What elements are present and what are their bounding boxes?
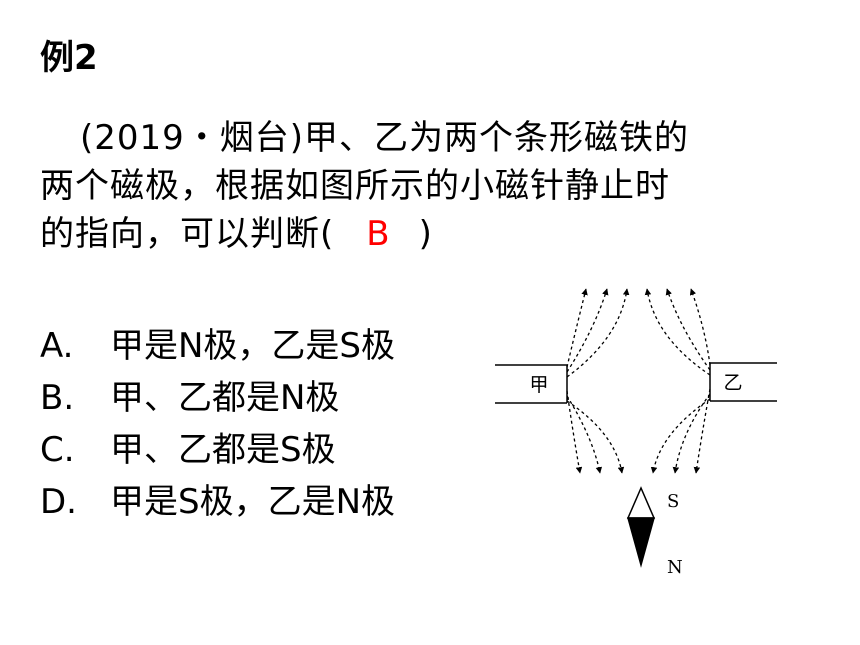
question-line-2: 两个磁极，根据如图所示的小磁针静止时	[40, 166, 670, 206]
magnet-field-diagram: 甲 乙 S N	[495, 288, 777, 578]
question-stem: (2019・烟台)甲、乙为两个条形磁铁的 两个磁极，根据如图所示的小磁针静止时 …	[40, 114, 830, 258]
option-text: 甲、乙都是S极	[110, 430, 336, 470]
option-letter: D.	[40, 482, 77, 522]
close-paren: )	[418, 214, 433, 254]
needle-bottom-label: N	[667, 557, 683, 578]
option-text: 甲是N极，乙是S极	[110, 326, 396, 366]
right-magnet: 乙	[709, 362, 777, 402]
option-letter: B.	[40, 378, 75, 418]
left-magnet: 甲	[495, 364, 568, 404]
question-text-1: (2019・烟台)甲、乙为两个条形磁铁的	[80, 118, 690, 158]
field-lines	[566, 288, 711, 474]
option-c: C. 甲、乙都是S极	[40, 424, 395, 476]
option-text: 甲是S极，乙是N极	[110, 482, 396, 522]
left-magnet-label: 甲	[529, 374, 548, 396]
option-d: D. 甲是S极，乙是N极	[40, 476, 395, 528]
question-text-3: 的指向，可以判断(	[40, 214, 335, 254]
needle-top-label: S	[667, 491, 679, 512]
option-text: 甲、乙都是N极	[110, 378, 340, 418]
option-b: B. 甲、乙都是N极	[40, 372, 395, 424]
options-list: A. 甲是N极，乙是S极 B. 甲、乙都是N极 C. 甲、乙都是S极 D. 甲是S极，乙…	[40, 320, 395, 528]
option-letter: C.	[40, 430, 75, 470]
question-line-3: 的指向，可以判断( B)	[40, 210, 830, 258]
option-letter: A.	[40, 326, 74, 366]
option-a: A. 甲是N极，乙是S极	[40, 320, 395, 372]
compass-needle: S N	[626, 486, 683, 578]
question-line-1: (2019・烟台)甲、乙为两个条形磁铁的	[40, 114, 830, 162]
answer-text: B	[366, 214, 391, 254]
right-magnet-label: 乙	[723, 372, 742, 394]
example-title: 例2	[40, 38, 98, 78]
